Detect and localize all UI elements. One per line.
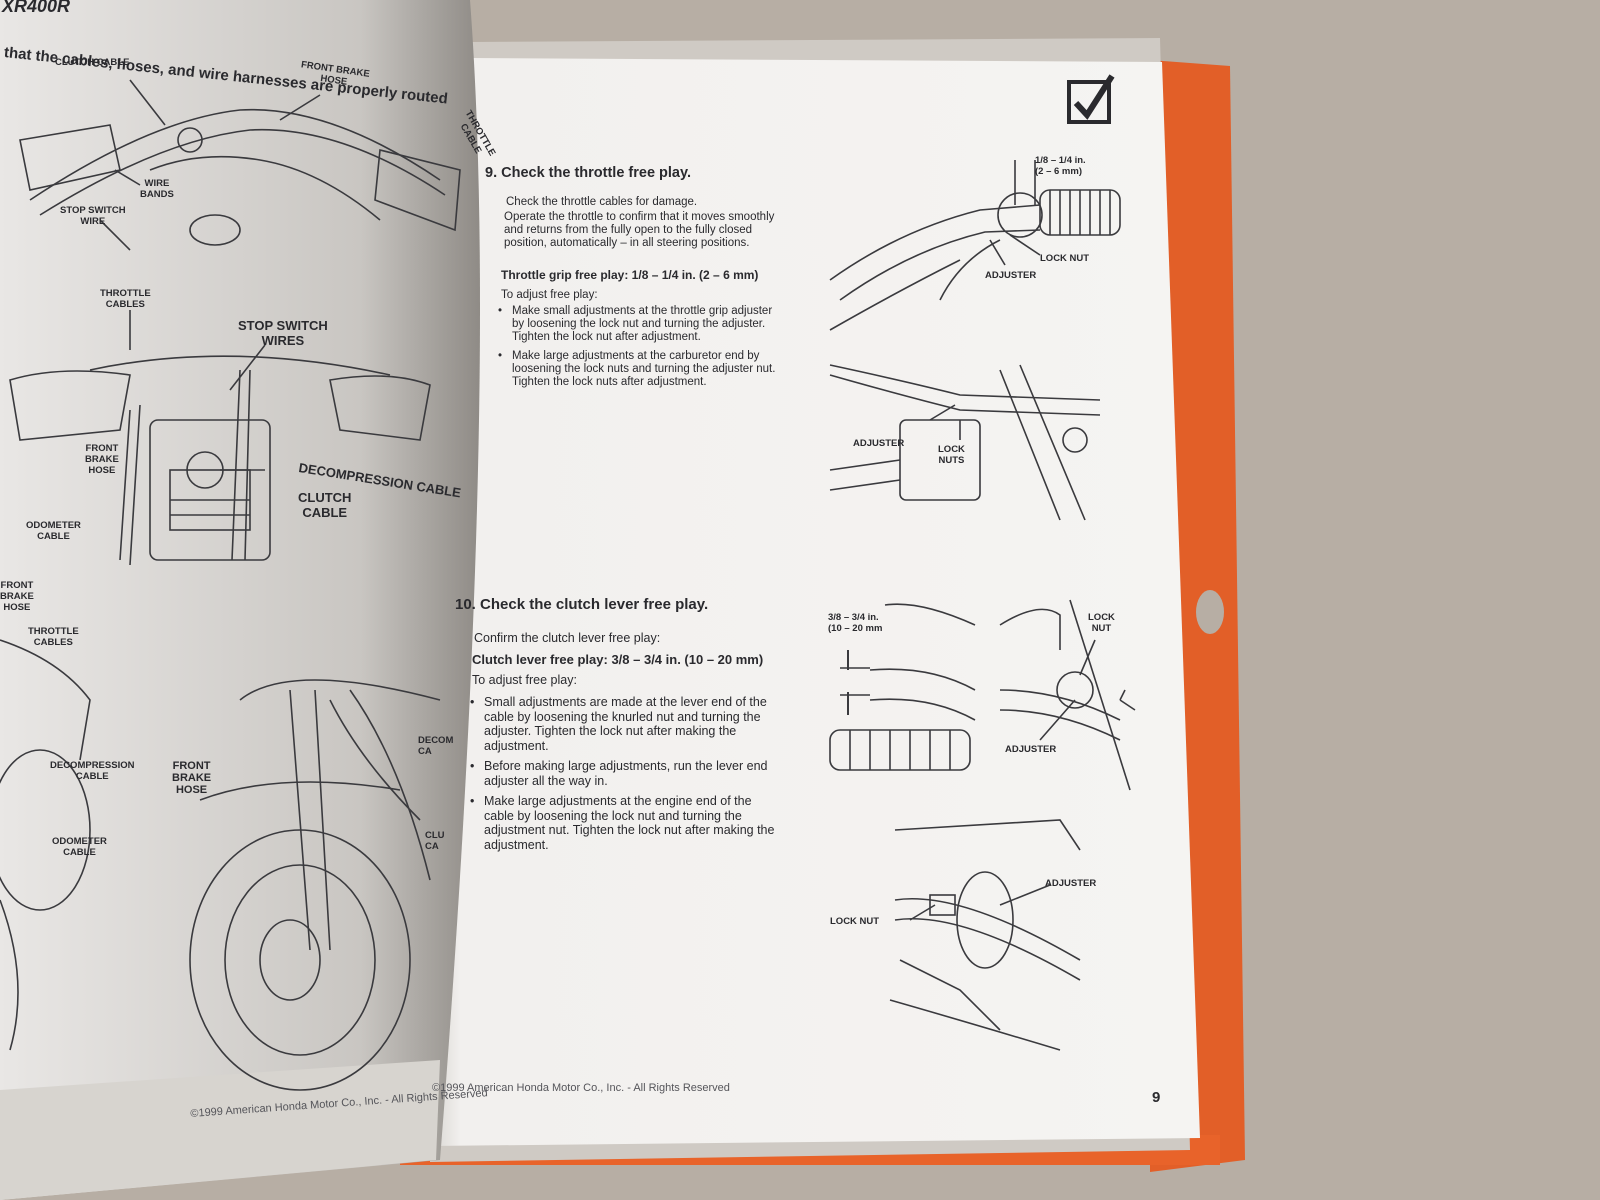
section9-intro: To adjust free play: xyxy=(501,289,598,301)
thumb-notch xyxy=(1196,590,1224,634)
right-page-footer: ©1999 American Honda Motor Co., Inc. - A… xyxy=(432,1082,730,1094)
section10-paragraph1: Confirm the clutch lever free play: xyxy=(474,631,661,645)
front-view-routing-figure xyxy=(9,310,431,566)
throttle-grip-figure xyxy=(829,160,1121,331)
fig-a-label-lock-nut: LOCK NUT xyxy=(1040,253,1090,264)
fig3-label-decompression-cable: DECOMPRESSION CABLE xyxy=(50,760,135,782)
engine-end-figure xyxy=(889,819,1081,1051)
page-number: 9 xyxy=(1152,1089,1161,1106)
fig3-label-throttle-cables: THROTTLE CABLES xyxy=(28,626,79,648)
fig2-label-front-brake-hose: FRONT BRAKE HOSE xyxy=(85,443,119,476)
side-view-routing-figure xyxy=(0,639,441,1091)
section10-bullet-list: Small adjustments are made at the lever … xyxy=(470,695,780,858)
fig3-label-odometer-cable: ODOMETER CABLE xyxy=(52,836,107,858)
section9-heading: 9. Check the throttle free play. xyxy=(485,165,692,181)
section10-bullet-1: Small adjustments are made at the lever … xyxy=(470,695,780,753)
fig3-label-front-brake-hose-left: FRONT BRAKE HOSE xyxy=(0,580,34,613)
fig-c-label-lock-nut: LOCK NUT xyxy=(1088,612,1115,634)
fig-c-label-adjuster: ADJUSTER xyxy=(1005,744,1057,755)
fig1-label-wire-bands: WIRE BANDS xyxy=(140,178,174,200)
fig-b-label-lock-nuts: LOCK NUTS xyxy=(938,444,965,466)
section10-spec: Clutch lever free play: 3/8 – 3/4 in. (1… xyxy=(472,652,764,667)
section9-spec: Throttle grip free play: 1/8 – 1/4 in. (… xyxy=(501,268,759,282)
fig-d-label-adjuster: ADJUSTER xyxy=(1045,878,1097,889)
fig-a-label-adjuster: ADJUSTER xyxy=(985,270,1037,281)
section9-paragraph2: Operate the throttle to confirm that it … xyxy=(504,211,775,249)
fig2-label-odometer-cable: ODOMETER CABLE xyxy=(26,520,81,542)
fig1-label-stop-switch-wire: STOP SWITCH WIRE xyxy=(60,205,126,227)
lever-adjuster-figure xyxy=(999,599,1136,791)
fig2-label-stop-switch-wires: STOP SWITCH WIRES xyxy=(238,318,328,348)
section9-paragraph1: Check the throttle cables for damage. xyxy=(506,196,698,208)
fig-d-label-lock-nut: LOCK NUT xyxy=(830,916,880,927)
section9-bullet-2: Make large adjustments at the carburetor… xyxy=(498,350,778,389)
fig3-label-clutch-partial: CLU CA xyxy=(425,830,445,852)
clutch-lever-figure xyxy=(829,603,976,771)
model-header: XR400R xyxy=(2,0,71,16)
section10-intro: To adjust free play: xyxy=(472,673,577,687)
section9-bullet-list: Make small adjustments at the throttle g… xyxy=(498,305,778,395)
fig-a-label-free-play: 1/8 – 1/4 in. (2 – 6 mm) xyxy=(1035,155,1086,177)
left-page xyxy=(0,0,480,1200)
section10-heading: 10. Check the clutch lever free play. xyxy=(455,596,709,613)
fig3-label-decompression-partial: DECOM CA xyxy=(418,735,454,757)
fig-b-label-adjuster: ADJUSTER xyxy=(853,438,905,449)
fig2-label-clutch-cable: CLUTCH CABLE xyxy=(298,490,352,520)
section9-bullet-1: Make small adjustments at the throttle g… xyxy=(498,305,778,344)
fig-c-label-free-play: 3/8 – 3/4 in. (10 – 20 mm xyxy=(828,612,883,634)
fig2-label-throttle-cables: THROTTLE CABLES xyxy=(100,288,151,310)
section10-bullet-2: Before making large adjustments, run the… xyxy=(470,759,780,788)
check-box-icon xyxy=(1067,74,1115,124)
fig1-label-clutch-cable: CLUTCH CABLE xyxy=(55,57,130,68)
handlebar-routing-figure xyxy=(19,79,461,251)
fig3-label-front-brake-hose: FRONT BRAKE HOSE xyxy=(172,760,212,796)
section10-bullet-3: Make large adjustments at the engine end… xyxy=(470,794,780,852)
carburetor-figure xyxy=(829,364,1101,521)
